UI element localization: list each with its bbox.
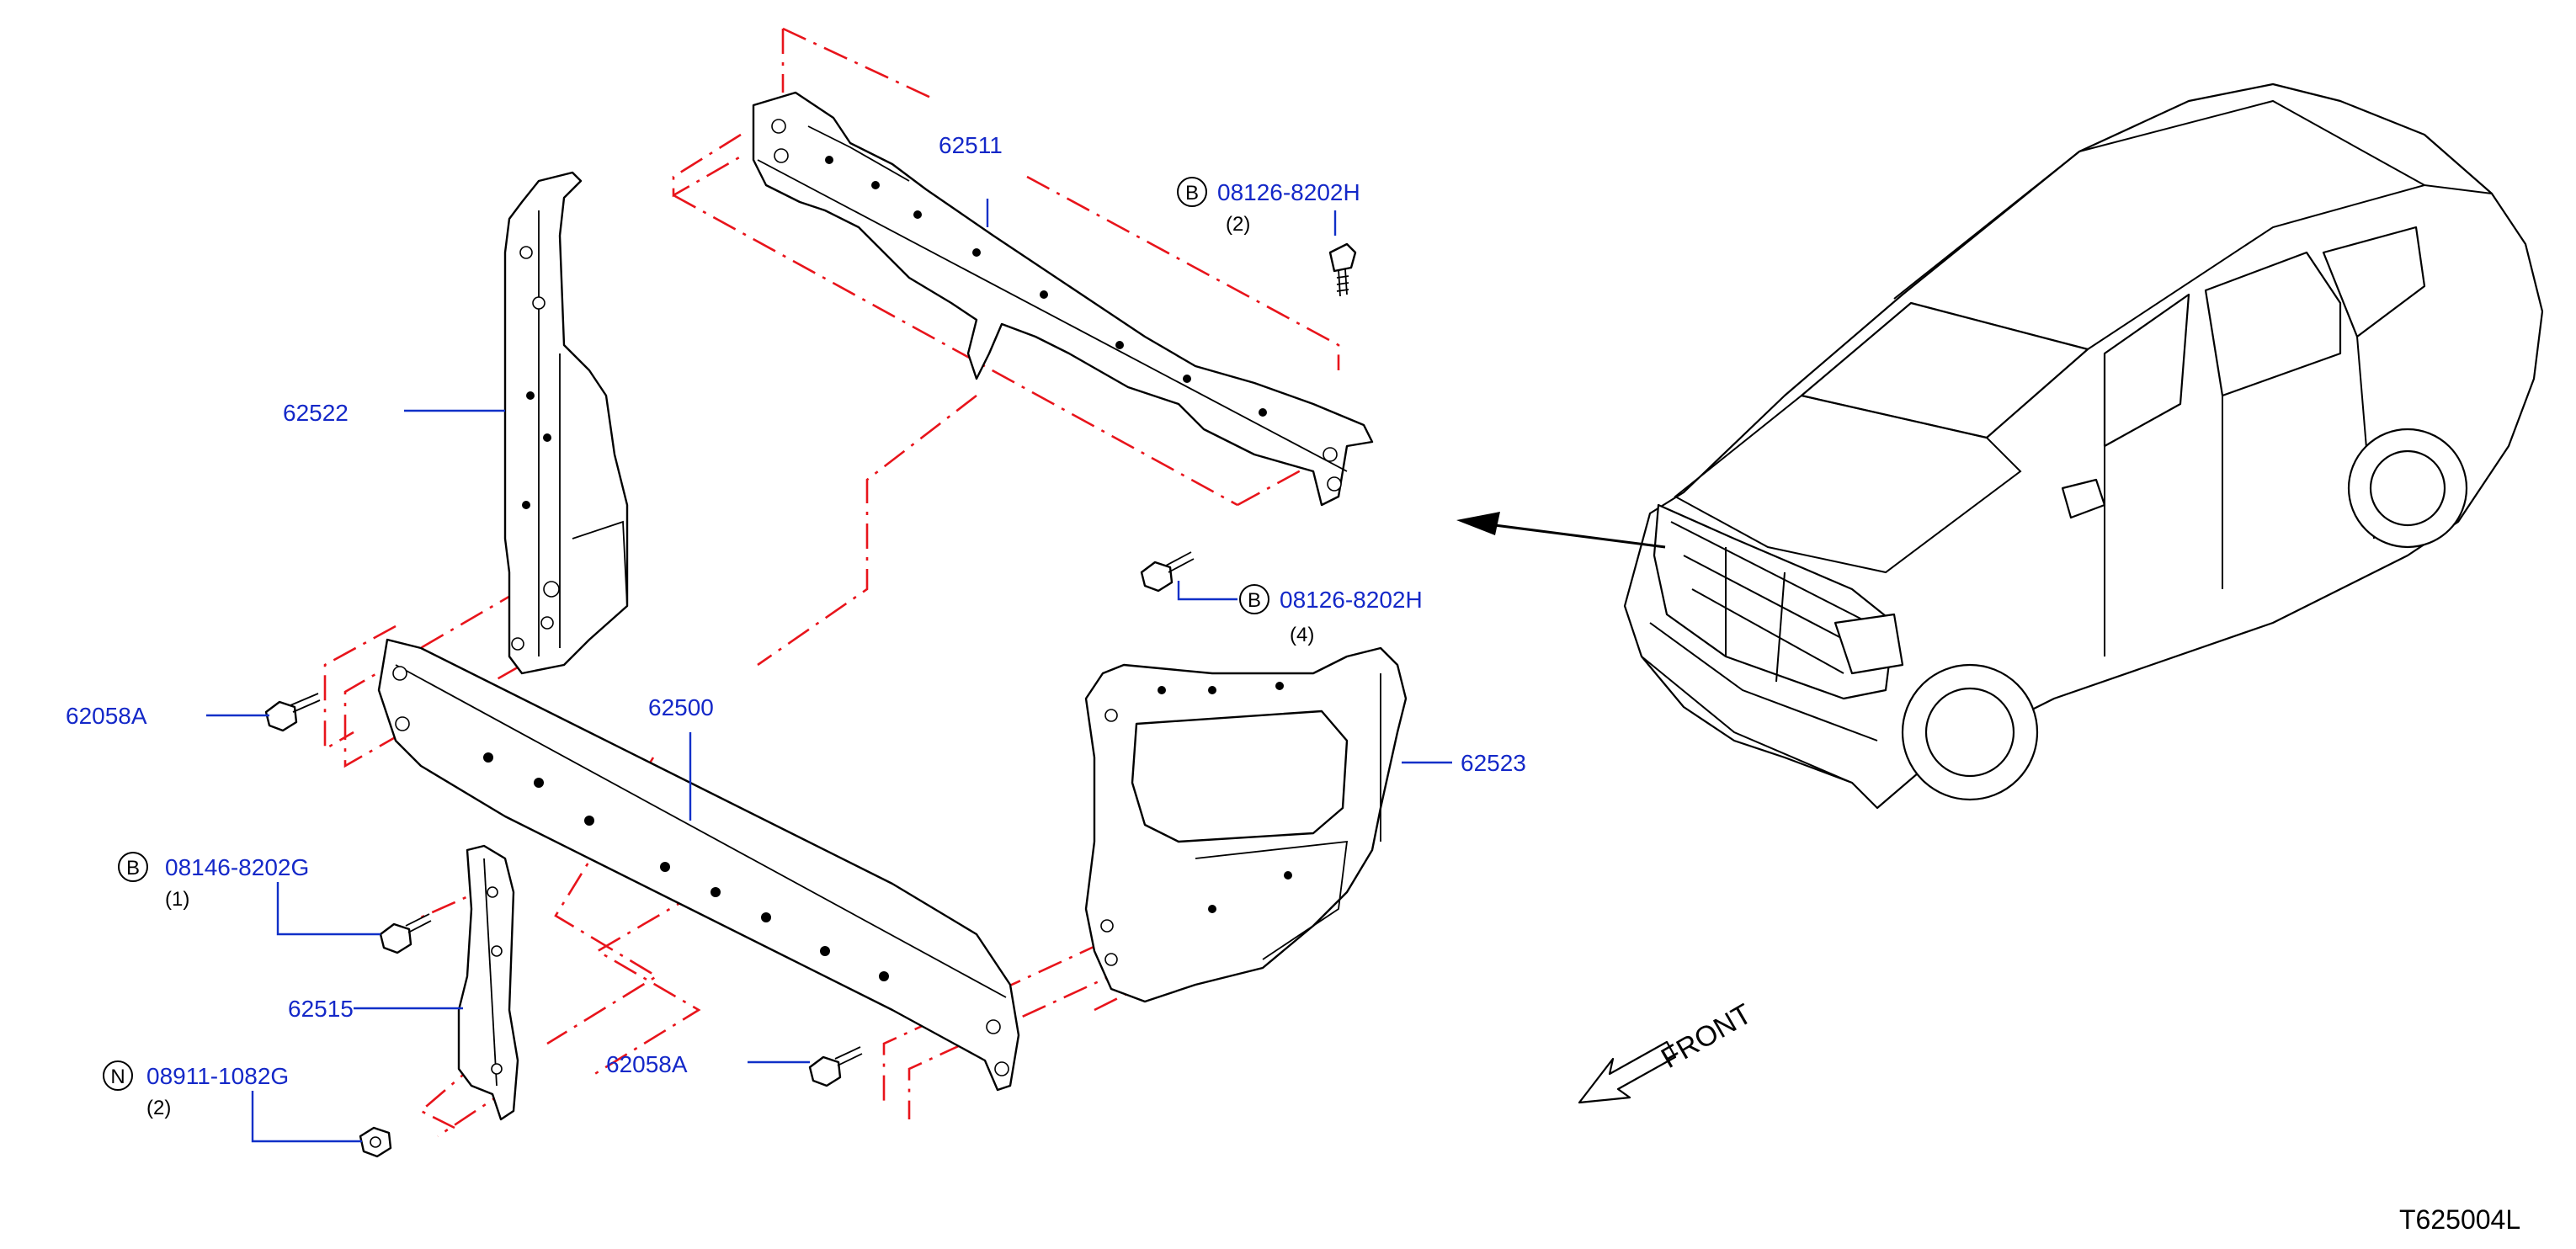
label-62522: 62522 [283, 400, 349, 426]
badge-letter: B [1185, 182, 1199, 205]
part-labels: 62511 62522 62500 62523 62515 62058A 620… [66, 132, 1526, 1077]
part-number: 08911-1082G [146, 1063, 289, 1089]
callout-bolt-mid: B 08126-8202H (4) [1239, 584, 1423, 646]
label-62511: 62511 [939, 132, 1003, 158]
quantity: (4) [1290, 624, 1314, 646]
callout-bolt-top: B 08126-8202H (2) [1177, 177, 1360, 236]
bolt-icon [1328, 242, 1357, 297]
bolt-icon [808, 1046, 863, 1087]
part-number: 08146-8202G [165, 854, 309, 880]
front-label: FRONT [1656, 997, 1757, 1074]
figure-code: T625004L [2399, 1204, 2520, 1235]
label-62058a-bottom: 62058A [606, 1051, 688, 1077]
front-arrow-icon: FRONT [1578, 997, 1757, 1104]
label-62523: 62523 [1461, 750, 1526, 776]
label-62058a-left: 62058A [66, 703, 147, 729]
label-62515: 62515 [288, 996, 354, 1022]
badge-letter: B [1248, 589, 1261, 612]
right-side-support-62523 [1084, 646, 1408, 1003]
callout-bolt-left: B 08146-8202G (1) [118, 852, 309, 911]
vehicle-icon [1623, 82, 2544, 810]
bolt-icon [264, 693, 321, 732]
bracket-62515 [457, 844, 519, 1121]
lower-crossmember-62500 [377, 638, 1020, 1092]
bolt-icon [1140, 551, 1195, 593]
leader-lines [206, 199, 1452, 1143]
left-side-support-62522 [503, 171, 629, 675]
quantity: (2) [146, 1097, 171, 1119]
quantity: (2) [1226, 213, 1250, 236]
upper-tie-bar-62511 [752, 91, 1374, 507]
part-number: 08126-8202H [1280, 587, 1423, 613]
label-62500: 62500 [648, 694, 714, 720]
badge-letter: B [126, 857, 140, 880]
nut-icon [359, 1126, 392, 1158]
bolt-icon [379, 913, 432, 954]
pointer-arrow [1456, 512, 1666, 549]
quantity: (1) [165, 888, 189, 911]
callout-nut-left: N 08911-1082G (2) [103, 1060, 289, 1119]
badge-letter: N [110, 1066, 125, 1088]
crossmember-studs [483, 752, 889, 981]
part-number: 08126-8202H [1217, 179, 1360, 205]
